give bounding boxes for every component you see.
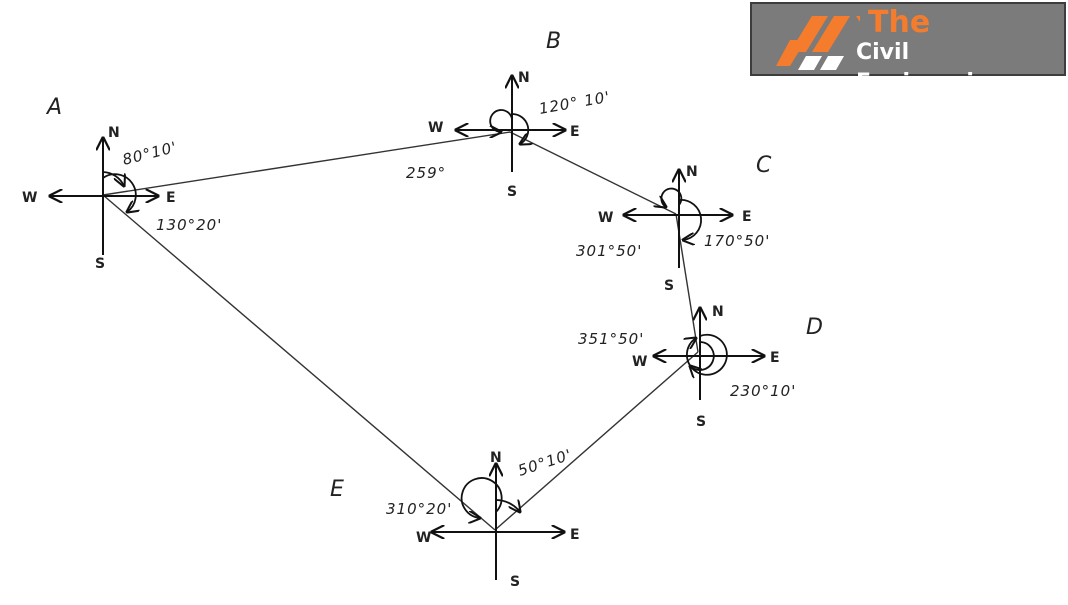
bearing-b-2: 259° xyxy=(406,164,446,182)
leg-d-e xyxy=(494,351,699,531)
bearing-arc xyxy=(495,499,520,512)
bearing-arc xyxy=(511,113,528,144)
bearing-a-2: 130°20' xyxy=(156,216,222,234)
station-b: B N E W S 120° 10' 259° xyxy=(406,29,612,200)
dir-n: N xyxy=(686,164,698,180)
dir-e: E xyxy=(570,527,580,543)
brand-logo: The Civil Engineering xyxy=(750,2,1066,95)
bearing-arc xyxy=(460,477,503,518)
bearing-arc xyxy=(687,333,728,376)
bearing-arc xyxy=(102,171,124,186)
station-label-b: B xyxy=(546,29,561,54)
dir-s: S xyxy=(95,256,105,272)
station-e: E N E W S 50°10' 310°20' xyxy=(330,445,580,590)
dir-n: N xyxy=(490,450,502,466)
station-label-a: A xyxy=(45,95,62,120)
dir-e: E xyxy=(742,209,752,225)
dir-s: S xyxy=(696,414,706,430)
bearing-e-1: 50°10' xyxy=(516,445,575,479)
dir-s: S xyxy=(507,184,517,200)
bearing-d-1: 351°50' xyxy=(578,330,644,348)
dir-s: S xyxy=(510,574,520,590)
bearing-arc xyxy=(661,187,683,207)
dir-n: N xyxy=(712,304,724,320)
bearing-c-1: 301°50' xyxy=(576,242,642,260)
dir-e: E xyxy=(770,350,780,366)
leg-b-c xyxy=(509,131,677,215)
dir-n: N xyxy=(108,125,120,141)
dir-e: E xyxy=(570,124,580,140)
dir-w: W xyxy=(632,354,647,370)
bearing-e-2: 310°20' xyxy=(386,500,452,518)
stripes-logo-icon xyxy=(776,16,860,70)
dir-w: W xyxy=(22,190,37,206)
bearing-arc xyxy=(690,341,715,370)
station-d: D N E W S 351°50' 230°10' xyxy=(578,304,823,430)
station-a: A N E W S 80°10' 130°20' xyxy=(22,95,222,272)
station-label-e: E xyxy=(330,477,344,502)
dir-w: W xyxy=(428,120,443,136)
bearing-arc xyxy=(102,173,136,212)
bearing-arc xyxy=(489,109,513,132)
logo-line-1: The xyxy=(868,5,931,40)
bearing-b-1: 120° 10' xyxy=(538,88,612,118)
bearing-d-2: 230°10' xyxy=(730,382,796,400)
dir-e: E xyxy=(166,190,176,206)
leg-e-a xyxy=(102,194,496,531)
leg-a-b xyxy=(102,131,511,196)
dir-n: N xyxy=(518,70,530,86)
bearing-arc xyxy=(678,199,702,240)
station-c: C N E W S 301°50' 170°50' xyxy=(576,153,772,294)
logo-line-2: Civil Engineering xyxy=(856,40,1006,95)
dir-w: W xyxy=(598,210,613,226)
dir-w: W xyxy=(416,530,431,546)
bearing-c-2: 170°50' xyxy=(704,232,770,250)
station-label-d: D xyxy=(806,315,823,340)
station-label-c: C xyxy=(756,153,772,178)
dir-s: S xyxy=(664,278,674,294)
bearing-a-1: 80°10' xyxy=(121,138,180,169)
